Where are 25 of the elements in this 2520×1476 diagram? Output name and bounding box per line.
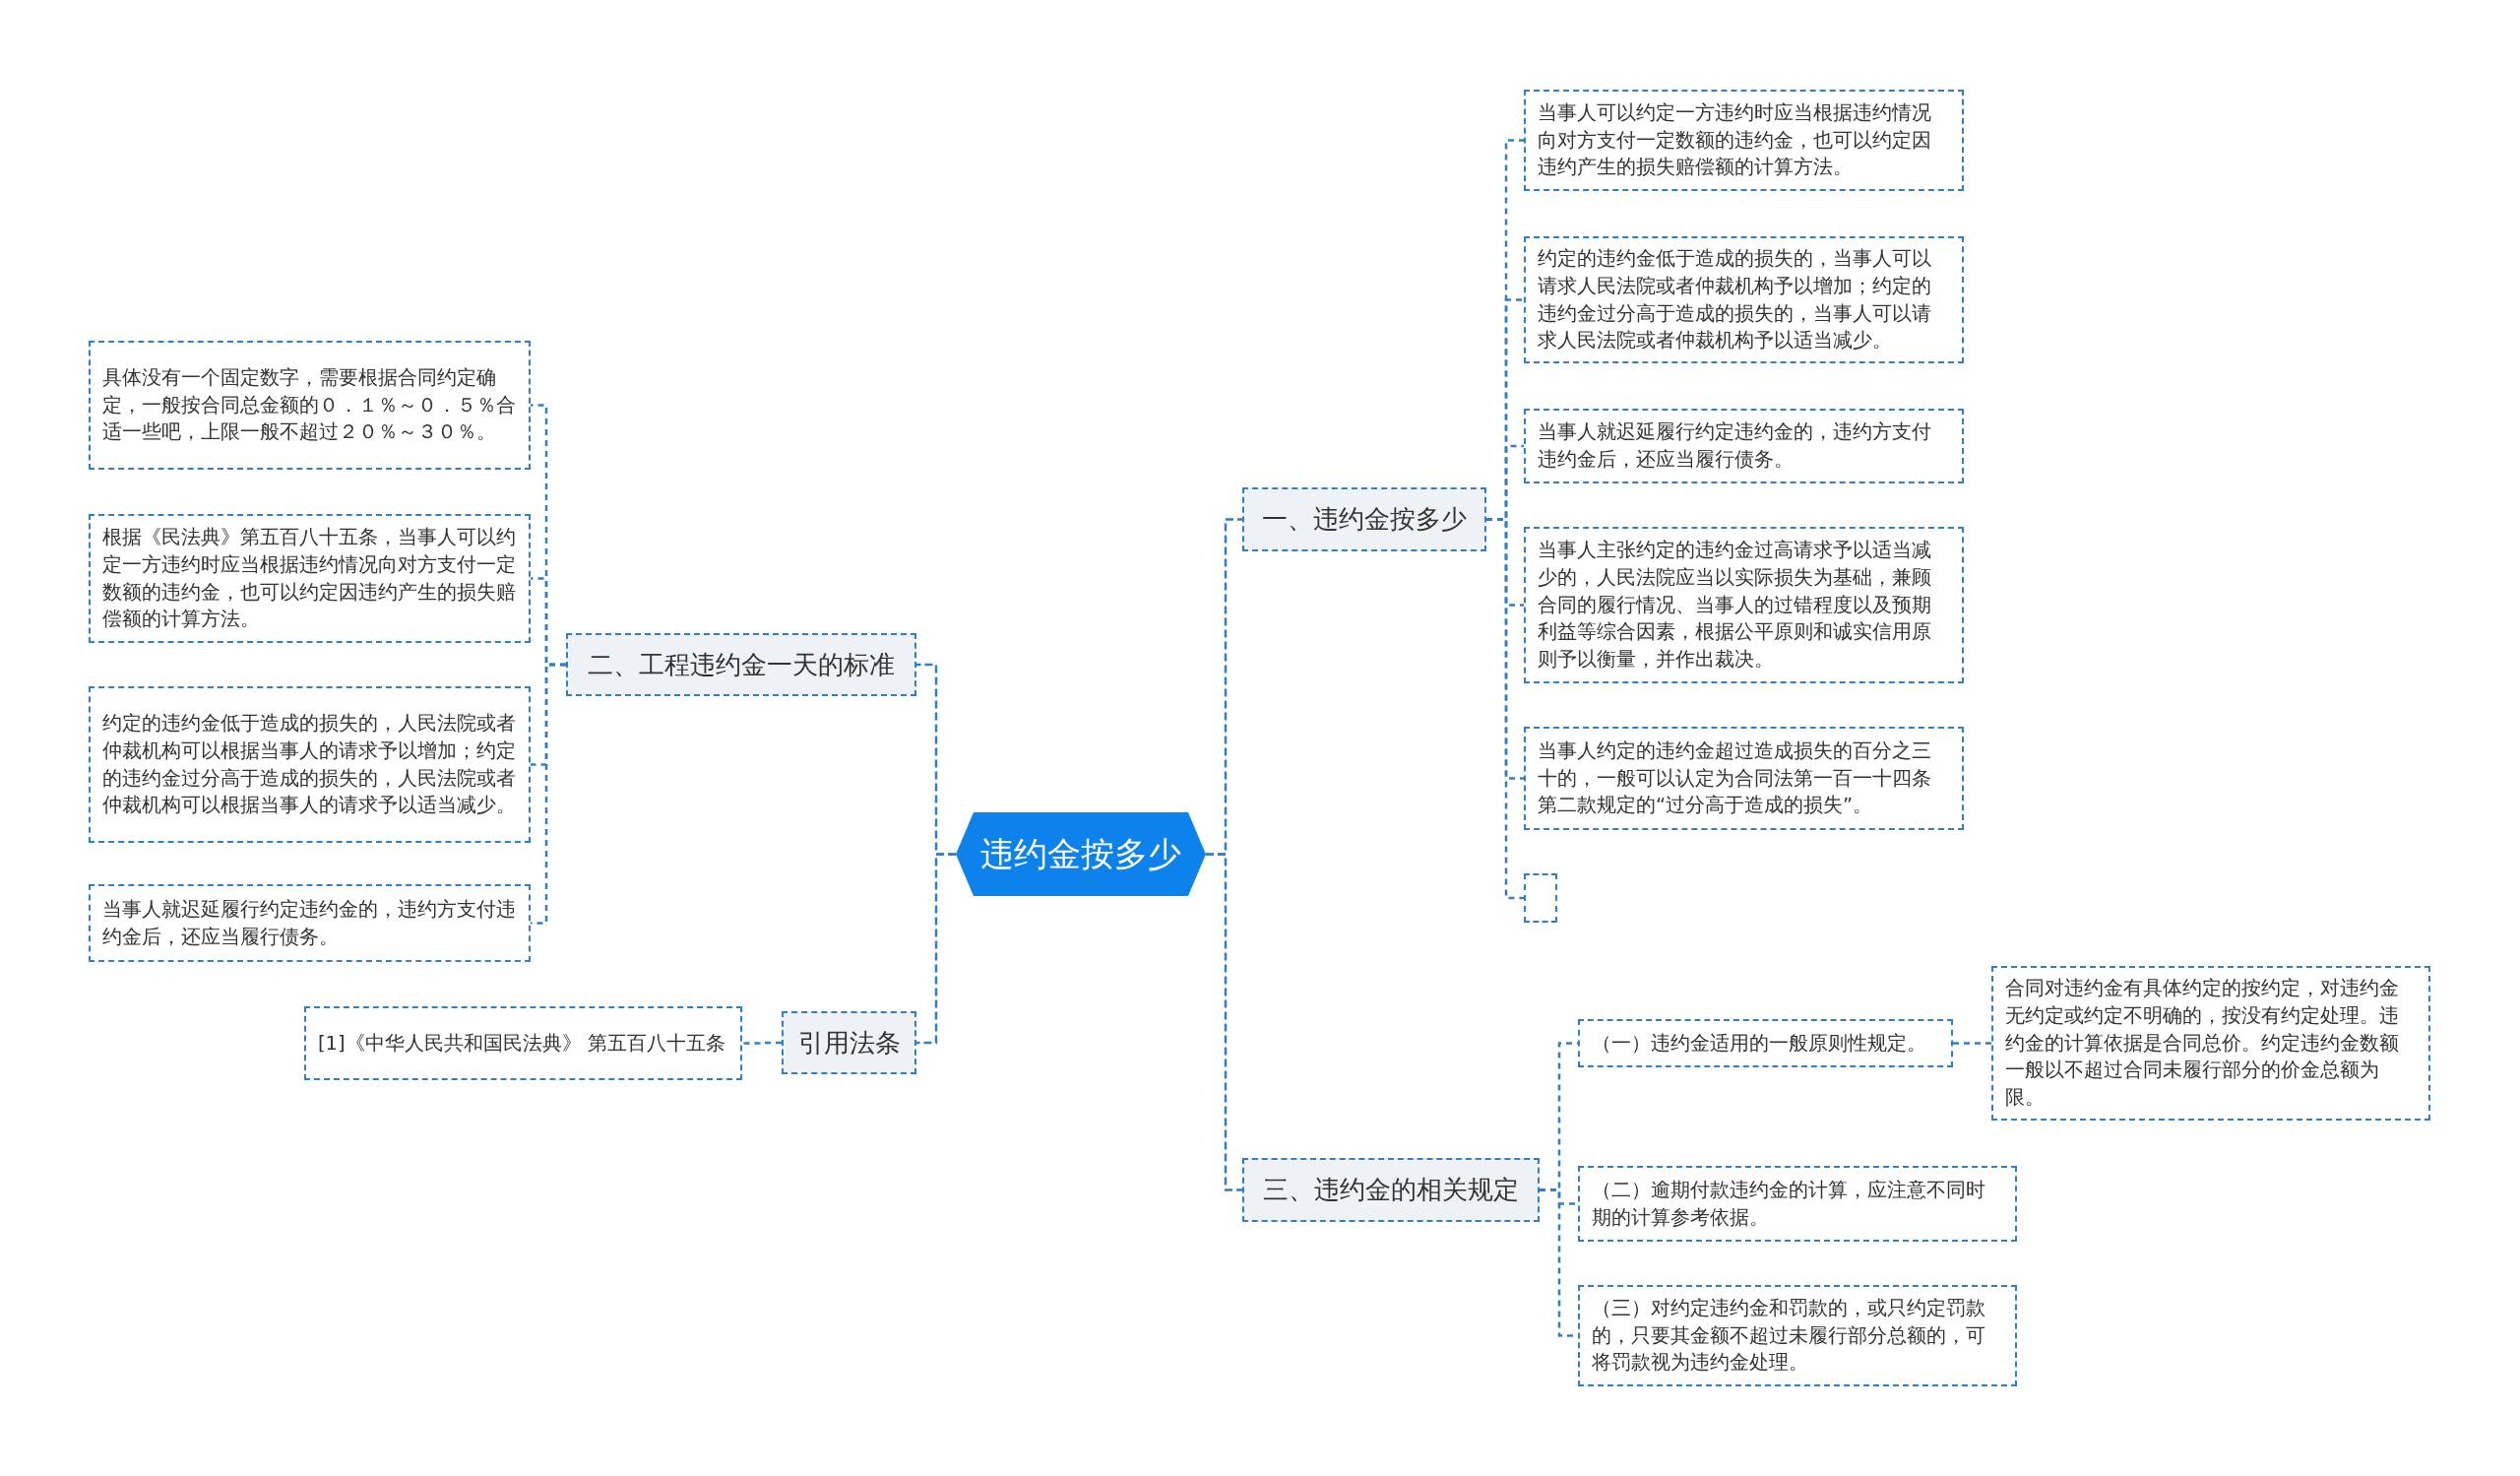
connector-line	[1486, 518, 1524, 900]
branch-topic: 二、工程违约金一天的标准	[566, 633, 916, 696]
note-box: 当事人可以约定一方违约时应当根据违约情况向对方支付一定数额的违约金，也可以约定因违约产生的损失赔偿额的计算方法。	[1524, 90, 1964, 191]
connector-line	[1953, 1042, 1991, 1045]
central-topic: 违约金按多少	[956, 812, 1206, 896]
note-box: （三）对约定违约金和罚款的，或只约定罚款的，只要其金额不超过未履行部分总额的，可将罚款视为违约金处理。	[1578, 1285, 2017, 1386]
branch-topic: 一、违约金按多少	[1242, 487, 1486, 551]
note-box: 约定的违约金低于造成的损失的，人民法院或者仲裁机构可以根据当事人的请求予以增加；约定的违约金过分高于造成的损失的，人民法院或者仲裁机构可以根据当事人的请求予以适当减少。	[89, 686, 531, 843]
note-box: 当事人就迟延履行约定违约金的，违约方支付违约金后，还应当履行债务。	[89, 884, 531, 962]
connector-line	[916, 853, 956, 1045]
note-box: 约定的违约金低于造成的损失的，当事人可以请求人民法院或者仲裁机构予以增加；约定的违约金过分高于造成的损失的，当事人可以请求人民法院或者仲裁机构予以适当减少。	[1524, 236, 1964, 363]
note-box: 当事人就迟延履行约定违约金的，违约方支付违约金后，还应当履行债务。	[1524, 409, 1964, 483]
note-box: 当事人主张约定的违约金过高请求予以适当减少的，人民法院应当以实际损失为基础，兼顾合同的履行情况、当事人的过错程度以及预期利益等综合因素，根据公平原则和诚实信用原则予以衡量，并作出裁决。	[1524, 527, 1964, 683]
note-box: 根据《民法典》第五百八十五条，当事人可以约定一方违约时应当根据违约情况向对方支付一定数额的违约金，也可以约定因违约产生的损失赔偿额的计算方法。	[89, 514, 531, 643]
note-box: （二）逾期付款违约金的计算，应注意不同时期的计算参考依据。	[1578, 1166, 2017, 1242]
note-box: 具体没有一个固定数字，需要根据合同约定确定，一般按合同总金额的０．１％～０．５％合适一些吧，上限一般不超过２０％～３０％。	[89, 341, 531, 470]
note-box: 合同对违约金有具体约定的按约定，对违约金无约定或约定不明确的，按没有约定处理。违约金的计算依据是合同总价。约定违约金数额一般以不超过合同未履行部分的价金总额为限。	[1991, 966, 2430, 1121]
branch-topic: 引用法条	[782, 1011, 916, 1074]
connector-line	[742, 1041, 782, 1045]
note-box: [1]《中华人民共和国民法典》 第五百八十五条	[304, 1006, 742, 1080]
note-box: 当事人约定的违约金超过造成损失的百分之三十的，一般可以认定为合同法第一百一十四条第二款规定的“过分高于造成的损失”。	[1524, 727, 1964, 830]
note-box: （一）违约金适用的一般原则性规定。	[1578, 1019, 1953, 1067]
connector-line	[1206, 853, 1242, 1191]
branch-topic: 三、违约金的相关规定	[1242, 1158, 1540, 1222]
empty-box	[1524, 873, 1557, 923]
